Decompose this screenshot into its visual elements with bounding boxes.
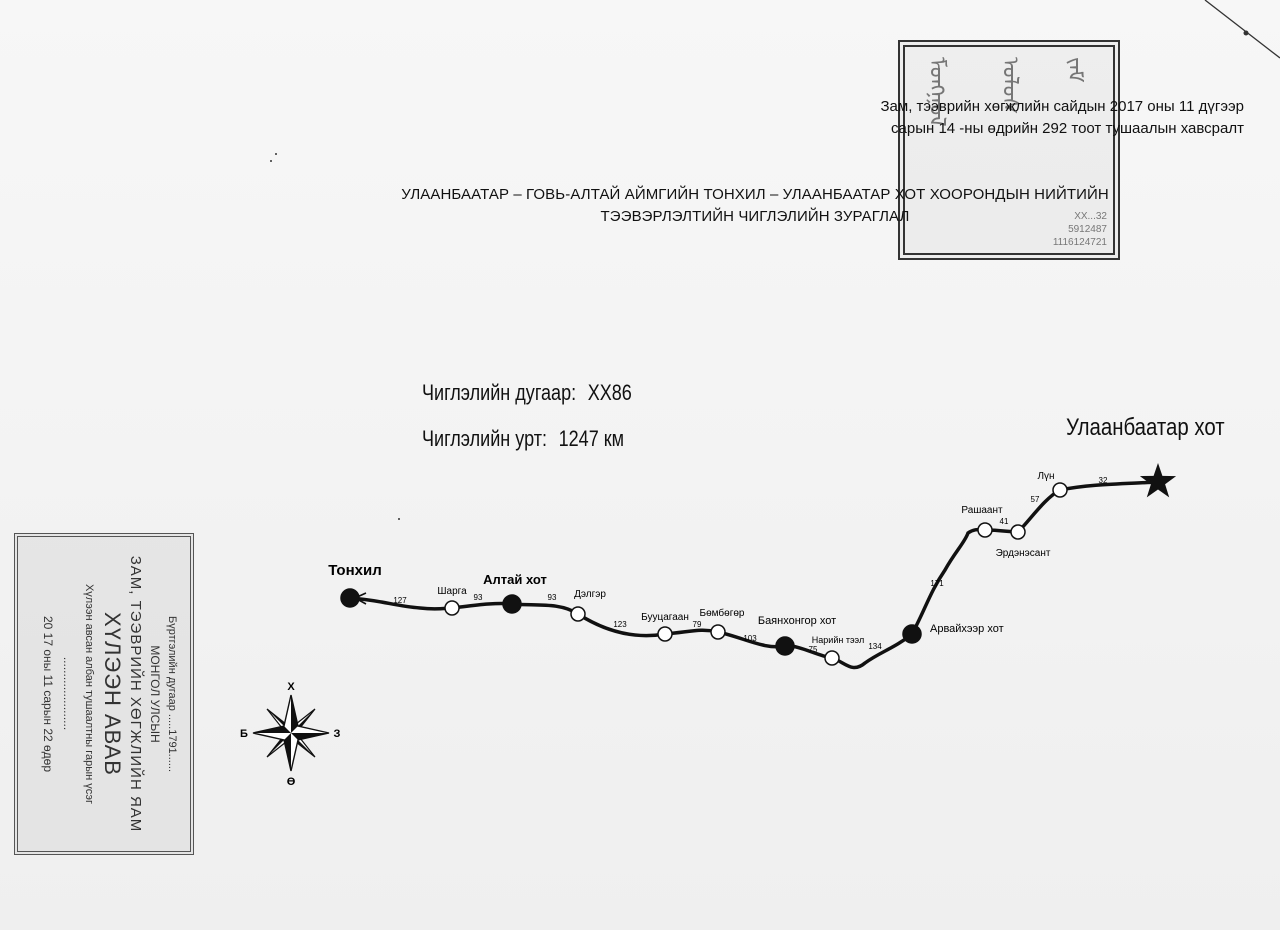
segment-distance: 171 bbox=[930, 579, 944, 588]
speck bbox=[270, 160, 272, 162]
order-reference-line-2: сарын 14 -ны өдрийн 292 тоот тушаалын ха… bbox=[891, 120, 1244, 137]
city-marker bbox=[502, 594, 522, 614]
order-reference: Зам, тээврийн хөгжлийн сайдын 2017 оны 1… bbox=[881, 96, 1245, 140]
stamp-script-column: ᠵᠠᠮ bbox=[1062, 57, 1087, 83]
segment-distance: 93 bbox=[548, 593, 557, 602]
stamp-script-column: ᠮᠣᠩᠭᠣᠯ bbox=[924, 57, 949, 127]
stop-marker bbox=[444, 600, 460, 616]
segment-distance: 103 bbox=[743, 634, 757, 643]
route-number-label: Чиглэлийн дугаар: bbox=[422, 380, 577, 405]
document-title-line-1: УЛААНБААТАР – ГОВЬ-АЛТАЙ АЙМГИЙН ТОНХИЛ … bbox=[401, 186, 1109, 203]
stop-label: Бөмбөгөр bbox=[700, 607, 745, 619]
route-number: Чиглэлийн дугаар: ХХ86 bbox=[422, 380, 632, 406]
speck bbox=[275, 153, 277, 155]
stop-marker bbox=[1010, 524, 1026, 540]
stop-marker bbox=[977, 522, 993, 538]
compass-cardinal-star bbox=[252, 694, 330, 772]
stamp-script-column: ᠤᠯᠤᠰ bbox=[997, 57, 1022, 115]
stop-marker bbox=[570, 606, 586, 622]
destination-star-icon bbox=[1139, 463, 1177, 498]
segment-distance: 32 bbox=[1099, 476, 1108, 485]
stamp-received: ХҮЛЭЭН АВАВ bbox=[100, 612, 125, 776]
stop-label: Рашаант bbox=[961, 505, 1003, 516]
stamp-signature-line: ...................... bbox=[61, 657, 75, 731]
speck bbox=[398, 518, 400, 520]
route-number-value: ХХ86 bbox=[587, 380, 632, 405]
stamp-country: МОНГОЛ УЛСЫН bbox=[148, 645, 162, 743]
stop-label: Баянхонгор хот bbox=[758, 615, 836, 627]
city-marker bbox=[340, 588, 360, 608]
segment-distance: 134 bbox=[868, 642, 882, 651]
stop-label: Дэлгэр bbox=[574, 589, 606, 600]
document-title: УЛААНБААТАР – ГОВЬ-АЛТАЙ АЙМГИЙН ТОНХИЛ … bbox=[330, 184, 1180, 228]
segment-distance: 127 bbox=[393, 596, 407, 605]
stop-marker bbox=[657, 626, 673, 642]
compass-north: Х bbox=[287, 681, 295, 693]
stop-label: Нарийн тээл bbox=[812, 635, 864, 645]
stamp-date: 20 17 оны 11 сарын 22 өдөр bbox=[41, 615, 55, 773]
segment-distance: 75 bbox=[809, 645, 818, 654]
city-marker bbox=[775, 636, 795, 656]
stop-marker bbox=[824, 650, 840, 666]
segment-distance: 57 bbox=[1031, 495, 1040, 504]
mongolian-script-stamp: ᠮᠣᠩᠭᠣᠯ ᠤᠯᠤᠰ ᠵᠠᠮ ХХ...32 5912487 11161247… bbox=[898, 40, 1120, 260]
registration-stamp: Бүртгэлийн дугаар .....1791...... МОНГОЛ… bbox=[14, 533, 194, 855]
segment-distance: 79 bbox=[693, 620, 702, 629]
city-marker bbox=[902, 624, 922, 644]
stamp-registration-number: Бүртгэлийн дугаар .....1791...... bbox=[166, 615, 178, 773]
stamp-numbers: ХХ...32 5912487 1116124721 bbox=[1052, 211, 1107, 248]
compass-east: З bbox=[334, 728, 341, 740]
route-length: Чиглэлийн урт: 1247 км bbox=[422, 426, 624, 452]
destination-label: Улаанбаатар хот bbox=[1066, 414, 1225, 441]
stop-label: Арвайхээр хот bbox=[930, 623, 1004, 635]
route-length-value: 1247 км bbox=[558, 426, 625, 451]
stamp-signature-caption: Хүлээн авсан албан тушаалтны гарын үсэг bbox=[83, 583, 95, 805]
stop-label: Эрдэнэсант bbox=[996, 548, 1051, 559]
stop-label: Алтай хот bbox=[483, 572, 547, 587]
stop-label: Лүн bbox=[1037, 471, 1054, 482]
stamp-ministry: ЗАМ, ТЭЭВРИЙН ХӨГЖЛИЙН ЯАМ bbox=[127, 555, 144, 833]
segment-distance: 123 bbox=[613, 620, 627, 629]
compass-south: Ө bbox=[287, 776, 296, 788]
segment-distance: 93 bbox=[474, 593, 483, 602]
stop-marker bbox=[1052, 482, 1068, 498]
document-title-line-2: ТЭЭВЭРЛЭЛТИЙН ЧИГЛЭЛИЙН ЗУРАГЛАЛ bbox=[600, 208, 910, 225]
stop-marker bbox=[710, 624, 726, 640]
compass-west: Б bbox=[240, 728, 248, 740]
segment-distance: 41 bbox=[1000, 517, 1009, 526]
route-length-label: Чиглэлийн урт: bbox=[422, 426, 548, 451]
stop-label: Тонхил bbox=[328, 562, 382, 579]
stop-label: Бууцагаан bbox=[641, 612, 689, 623]
order-reference-line-1: Зам, тээврийн хөгжлийн сайдын 2017 оны 1… bbox=[880, 98, 1245, 115]
stop-label: Шарга bbox=[437, 586, 467, 597]
